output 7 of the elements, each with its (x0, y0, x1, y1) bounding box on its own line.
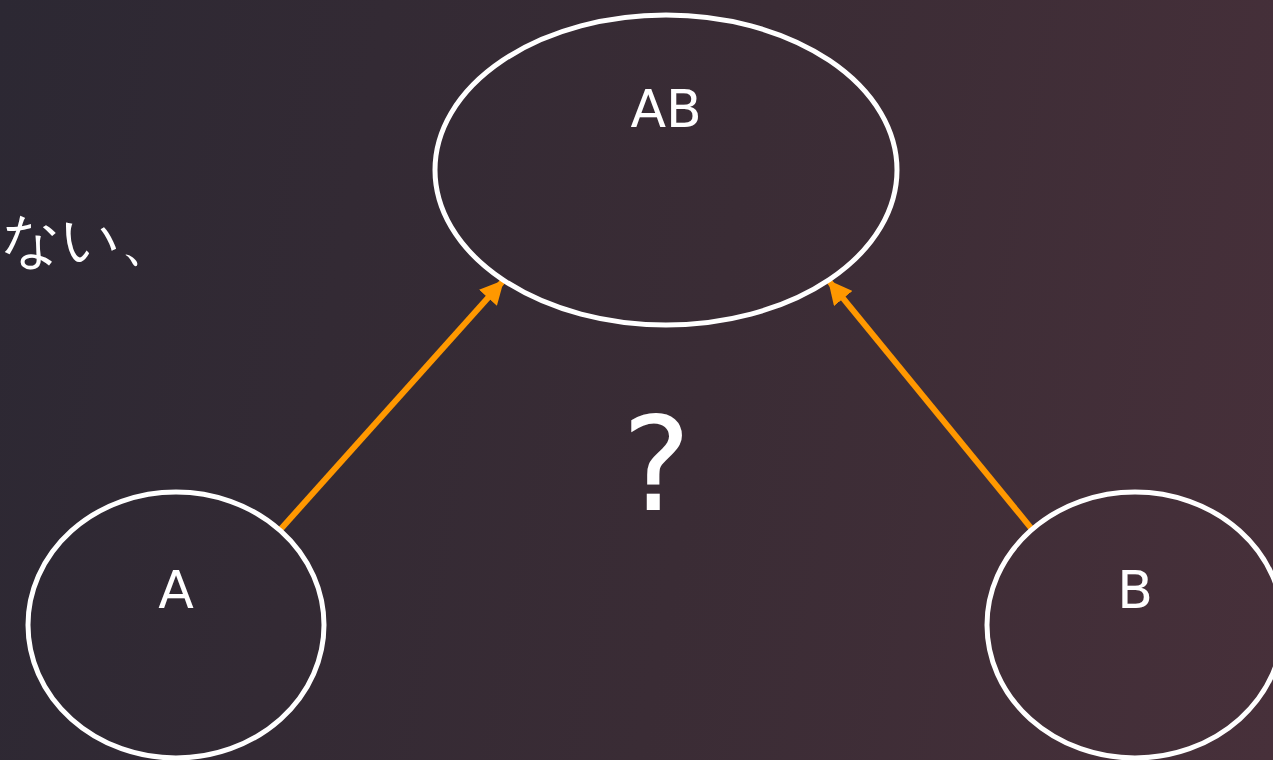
node-label: B (1117, 564, 1153, 616)
arrow (278, 279, 505, 531)
question-mark: ? (622, 400, 691, 530)
node-label: A (158, 564, 194, 616)
node-label: AB (630, 83, 702, 135)
text-fragment: ない、 (2, 210, 178, 268)
arrow (827, 279, 1034, 530)
